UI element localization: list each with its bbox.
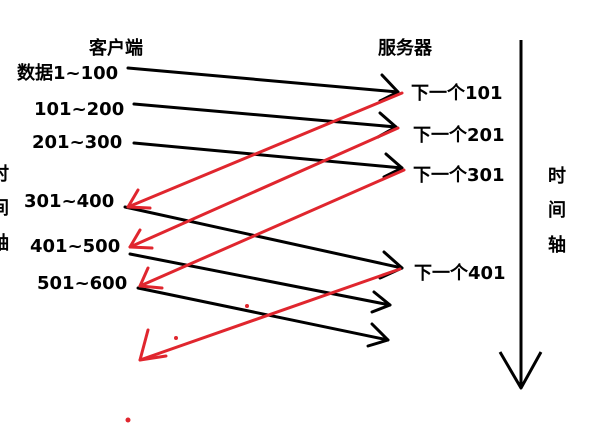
server-header: 服务器 [378, 38, 432, 59]
send-arrow-2 [132, 102, 398, 139]
stray-marks [125, 304, 249, 423]
send-arrow-5 [128, 252, 392, 314]
time-axis-char-1: 时 [548, 166, 566, 187]
client-label-6: 501~600 [37, 273, 128, 294]
client-label-1: 数据1~100 [17, 63, 119, 84]
server-label-4: 下一个401 [414, 263, 506, 284]
time-axis-left-char-1: 时 [0, 166, 9, 184]
client-header: 客户端 [89, 38, 143, 59]
client-label-4: 301~400 [24, 191, 115, 212]
ack-arrow-4 [138, 267, 402, 362]
send-arrows [123, 66, 404, 348]
time-axis-left-char-3: 轴 [0, 235, 9, 253]
time-axis-arrowhead [498, 351, 543, 390]
ack-arrow-1 [126, 91, 404, 210]
send-arrow-1 [126, 66, 400, 103]
server-label-3: 下一个301 [413, 165, 505, 186]
server-label-2: 下一个201 [413, 125, 505, 146]
time-axis-char-3: 轴 [548, 235, 566, 256]
ack-arrow-2 [128, 126, 400, 250]
client-label-2: 101~200 [34, 99, 125, 120]
time-axis-char-2: 间 [548, 200, 566, 221]
stray-dot-1 [174, 336, 178, 340]
stray-dot-2 [245, 304, 249, 308]
server-label-1: 下一个101 [411, 83, 503, 104]
client-label-3: 201~300 [32, 132, 123, 153]
send-arrow-3 [132, 141, 404, 179]
ack-arrow-3 [138, 168, 406, 290]
send-arrow-4 [123, 205, 404, 280]
client-label-5: 401~500 [30, 236, 121, 257]
send-arrow-6 [136, 286, 390, 348]
time-axis-left-char-2: 间 [0, 200, 9, 218]
stray-dot-3 [125, 417, 131, 423]
ack-arrows [126, 91, 406, 362]
